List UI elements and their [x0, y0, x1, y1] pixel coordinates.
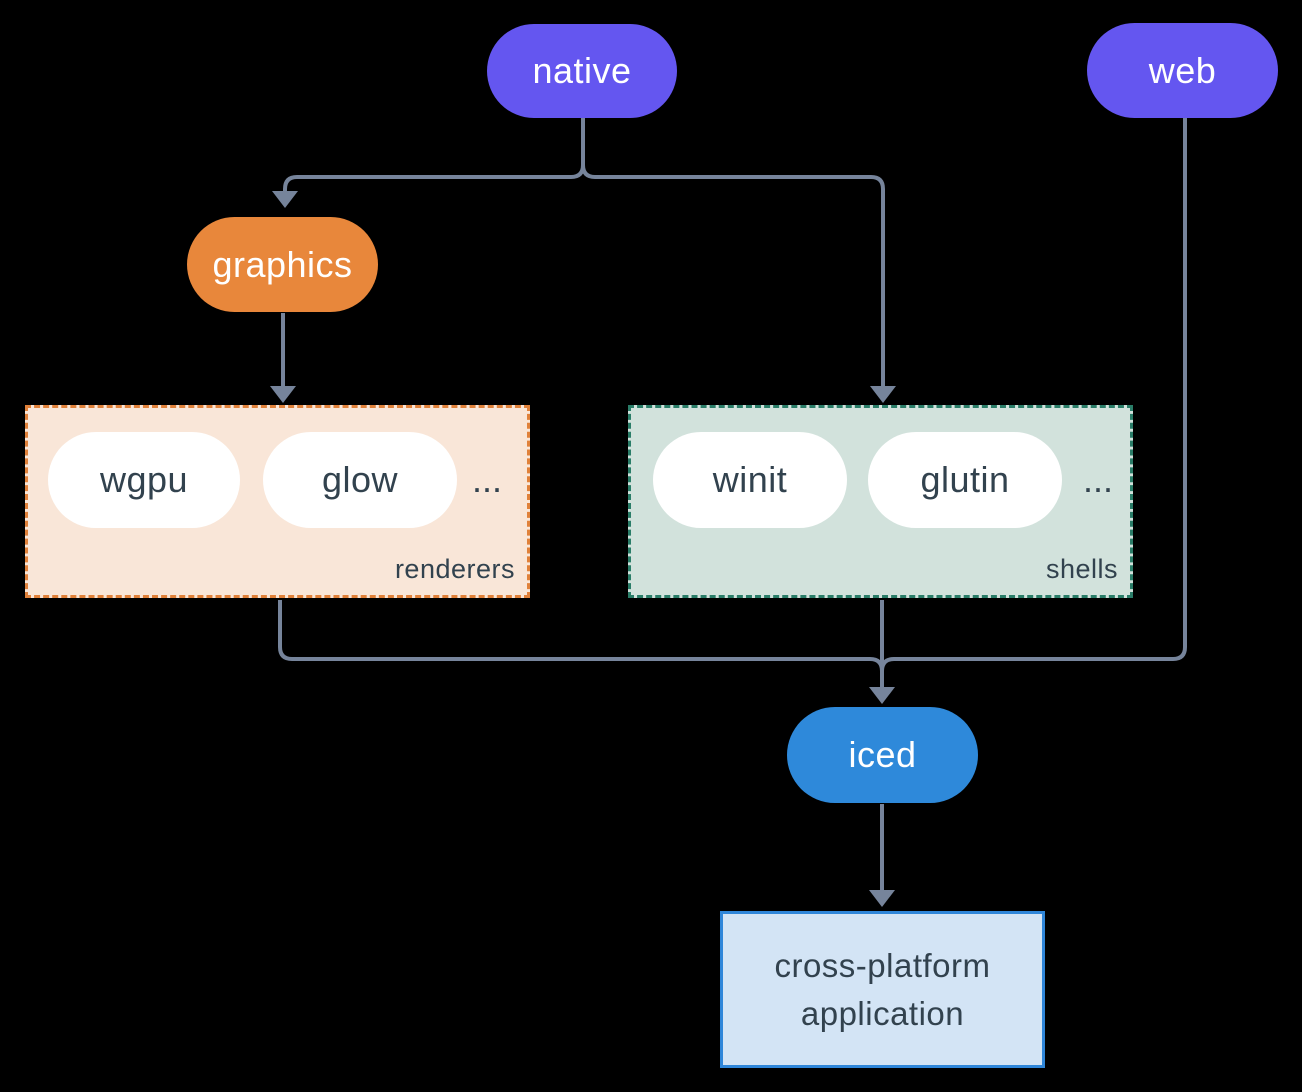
renderers-ellipsis: ... [471, 459, 502, 500]
edge-native-to-graphics [283, 118, 585, 192]
group-shells-label: shells [1045, 554, 1118, 584]
group-renderers-label: renderers [394, 554, 515, 584]
arrowhead-into-shells [870, 386, 896, 403]
node-graphics: graphics [187, 217, 378, 312]
arrowhead-into-graphics [272, 191, 298, 208]
node-iced: iced [787, 707, 978, 803]
node-native: native [487, 24, 677, 118]
node-web: web [1087, 23, 1278, 118]
chip-winit: winit [653, 432, 847, 528]
chip-wgpu: wgpu [48, 432, 240, 528]
arrowhead-into-iced [869, 687, 895, 704]
chip-glutin: glutin [868, 432, 1062, 528]
arrowhead-into-renderers [270, 386, 296, 403]
arrowhead-into-application [869, 890, 895, 907]
edge-renderers-to-iced [278, 600, 884, 672]
node-cross-platform-application: cross-platform application [720, 911, 1045, 1068]
application-label-line2: application [800, 994, 965, 1032]
application-label-line1: cross-platform [774, 946, 991, 984]
edge-native-to-shells [581, 164, 885, 387]
chip-glow: glow [263, 432, 457, 528]
shells-ellipsis: ... [1082, 459, 1113, 500]
